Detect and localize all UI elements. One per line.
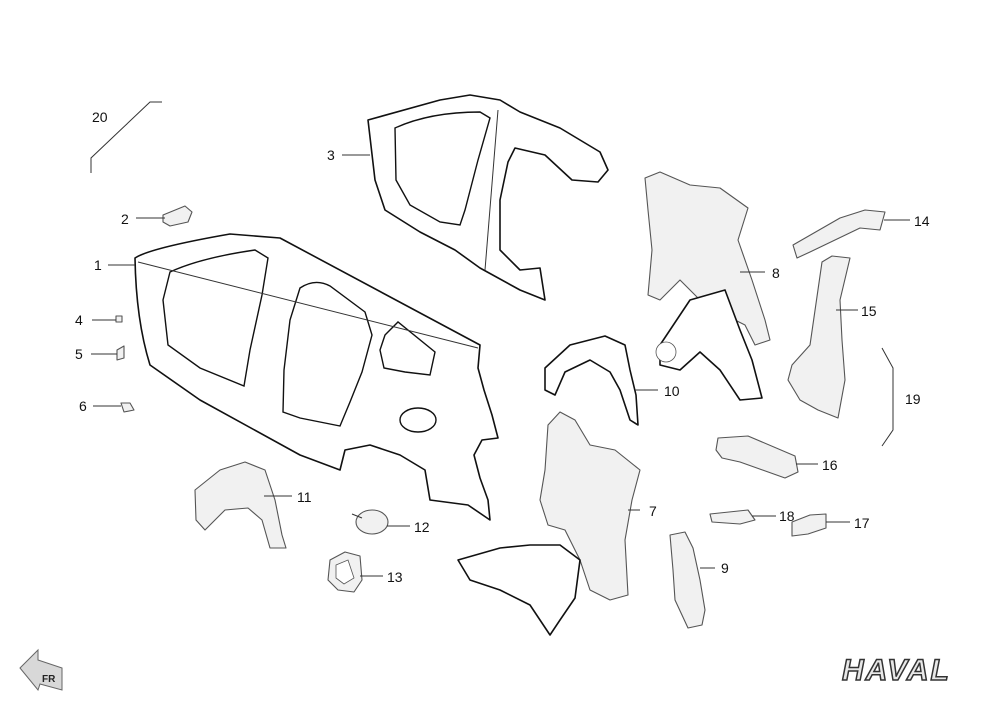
brand-logo: HAVAL [841, 653, 951, 688]
callout-19: 19 [905, 391, 921, 407]
callout-3: 3 [327, 147, 335, 163]
callout-15: 15 [861, 303, 877, 319]
callout-13: 13 [387, 569, 403, 585]
front-direction-badge: FR [19, 648, 63, 692]
callout-7: 7 [649, 503, 657, 519]
part-14-rail [792, 209, 886, 259]
part-2-bracket [162, 205, 193, 227]
callout-12: 12 [414, 519, 430, 535]
leader-lines [91, 154, 910, 577]
callout-8: 8 [772, 265, 780, 281]
callout-1: 1 [94, 257, 102, 273]
callout-2: 2 [121, 211, 129, 227]
part-17-bracket [791, 513, 827, 537]
callout-11: 11 [297, 489, 312, 505]
part-1-outer-side-panel [134, 233, 499, 521]
callout-9: 9 [721, 560, 729, 576]
group-bracket-19 [881, 347, 894, 447]
part-5-clip [116, 345, 125, 361]
part-16-extension [715, 435, 799, 479]
part-12-fuel-door [351, 509, 389, 535]
part-15-pillar [787, 255, 851, 419]
callout-10: 10 [664, 383, 680, 399]
part-9-reinforcement [669, 531, 706, 629]
part-11-bracket [194, 461, 287, 549]
callout-17: 17 [854, 515, 870, 531]
part-18-bracket [709, 509, 756, 525]
callout-16: 16 [822, 457, 838, 473]
group-bracket-20 [90, 101, 162, 173]
callout-20: 20 [92, 109, 108, 125]
front-direction-label: FR [42, 674, 56, 685]
callout-labels: 1 2 3 4 5 6 7 8 9 10 11 12 13 14 15 16 1… [75, 109, 930, 585]
brand-logo-text: HAVAL [842, 654, 951, 687]
front-arrow-icon [19, 648, 63, 692]
callout-14: 14 [914, 213, 930, 229]
part-13-fuel-housing [327, 551, 363, 593]
part-4-clip [115, 315, 123, 323]
part-10-wheelhouse [544, 335, 639, 426]
part-7-pillar-inner [457, 411, 641, 636]
part-3-inner-frame [367, 94, 609, 301]
callout-4: 4 [75, 312, 83, 328]
part-6-patch [120, 402, 135, 413]
callout-6: 6 [79, 398, 87, 414]
callout-5: 5 [75, 346, 83, 362]
part-8-rear-pillar-inner [644, 171, 771, 401]
callout-18: 18 [779, 508, 795, 524]
